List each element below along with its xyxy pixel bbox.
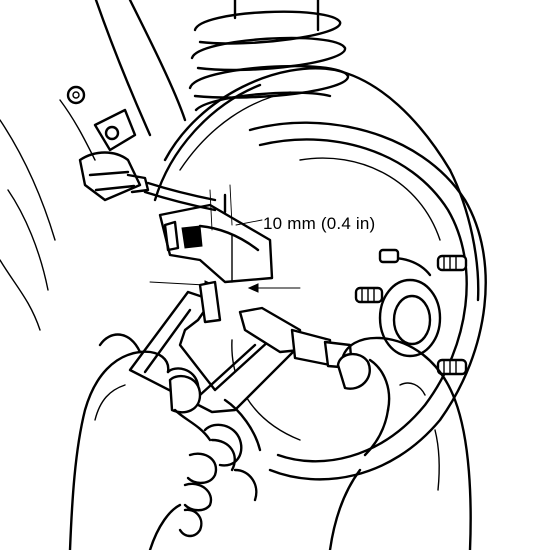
wheel-stud-bottom bbox=[436, 358, 468, 376]
lower-knuckle bbox=[203, 398, 262, 502]
wheel-stud-upper bbox=[378, 248, 400, 264]
dust-shield bbox=[153, 67, 480, 302]
dimension-label: 10 mm (0.4 in) bbox=[263, 214, 376, 233]
coil-spring bbox=[188, 0, 350, 112]
measuring-gauge bbox=[128, 280, 354, 414]
left-hand bbox=[68, 333, 236, 550]
strut-body bbox=[0, 0, 187, 331]
brake-disc bbox=[231, 121, 487, 481]
wheel-hub bbox=[378, 257, 442, 358]
wheel-stud-left bbox=[354, 286, 384, 304]
caliper-bracket bbox=[158, 193, 274, 284]
wheel-stud-top bbox=[436, 254, 468, 272]
brake-hose-bracket bbox=[66, 85, 217, 212]
right-hand bbox=[328, 336, 472, 550]
